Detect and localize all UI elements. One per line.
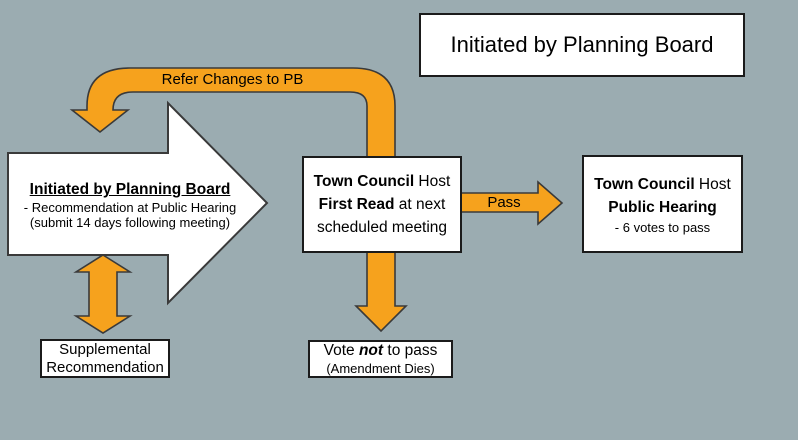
pass-label: Pass (487, 194, 521, 211)
refer-changes-arrow (69, 67, 396, 201)
planning-board-title: Initiated by Planning Board (29, 181, 231, 198)
planning-board-detail-2: (submit 14 days following meeting) (29, 215, 231, 230)
planning-board-block-arrow (7, 100, 269, 306)
pass-arrow (459, 180, 564, 226)
public-hearing-line-2: Public Hearing (608, 198, 717, 216)
supplemental-line-1: Supplemental (59, 340, 151, 358)
diagram-title: Initiated by Planning Board (450, 32, 714, 57)
refer-changes-label: Refer Changes to PB (161, 71, 304, 88)
supplemental-line-2: Recommendation (46, 358, 164, 376)
vote-fail-node: Vote not to pass (Amendment Dies) (308, 340, 453, 378)
public-hearing-line-1: Town Council Host (594, 175, 731, 193)
public-hearing-detail: - 6 votes to pass (614, 219, 711, 235)
vote-fail-detail: (Amendment Dies) (326, 360, 435, 376)
diagram-title-box: Initiated by Planning Board (419, 13, 745, 77)
first-read-node: Town Council Host First Read at next sch… (302, 156, 462, 253)
first-read-line-1: Town Council Host (313, 173, 451, 190)
planning-board-detail-1: - Recommendation at Public Hearing (23, 200, 237, 215)
planning-board-node: Initiated by Planning Board - Recommenda… (10, 180, 250, 230)
public-hearing-node: Town Council Host Public Hearing - 6 vot… (582, 155, 743, 253)
first-read-line-2: First Read at next (318, 196, 446, 213)
supplemental-node: Supplemental Recommendation (40, 339, 170, 378)
first-read-line-3: scheduled meeting (316, 219, 448, 236)
supplemental-double-arrow (73, 254, 133, 334)
vote-fail-line-1: Vote not to pass (323, 341, 438, 359)
